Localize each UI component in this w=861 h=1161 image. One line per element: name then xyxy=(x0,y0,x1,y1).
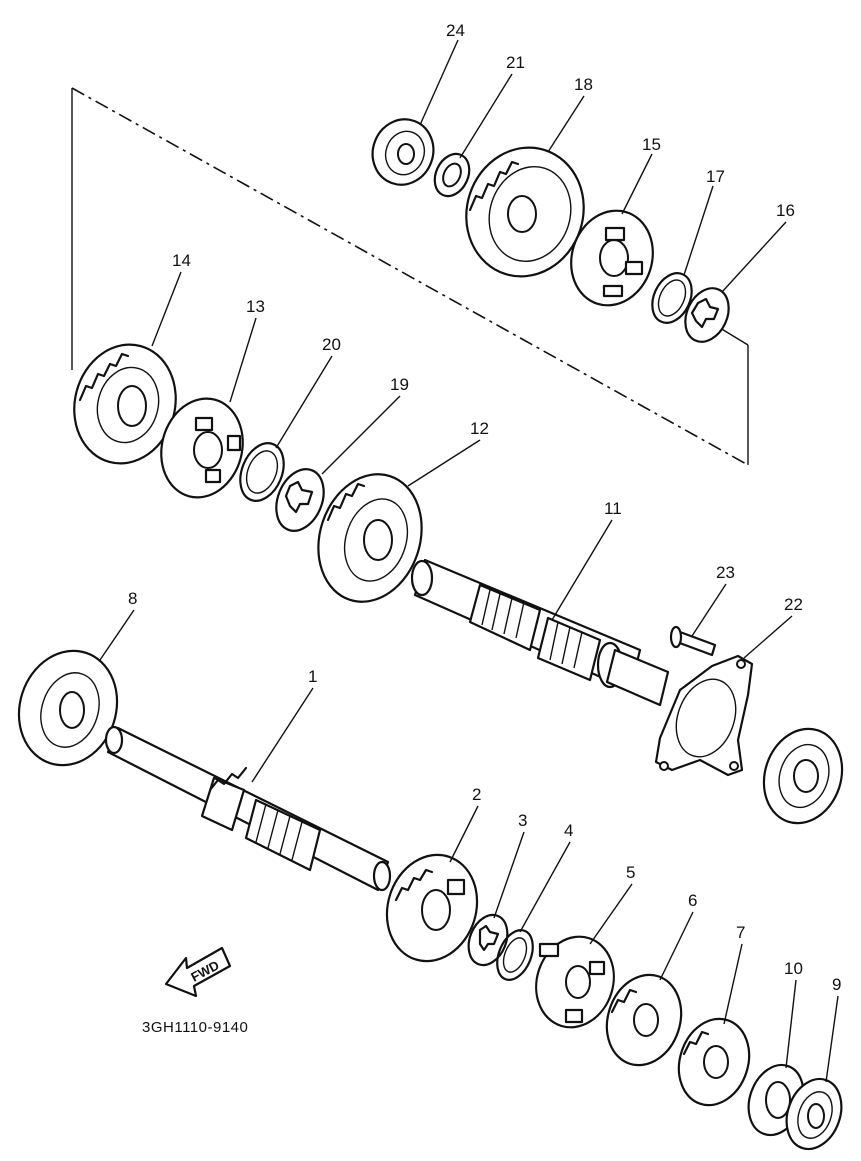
callout-5: 5 xyxy=(626,863,635,882)
callout-21: 21 xyxy=(506,53,525,72)
part-1-shaft xyxy=(104,725,392,892)
assembly-outline xyxy=(71,87,749,466)
callout-18: 18 xyxy=(574,75,593,94)
part-13-gear xyxy=(160,397,244,499)
callout-23: 23 xyxy=(716,563,735,582)
part-9-bearing xyxy=(785,1077,843,1151)
part-16-washer xyxy=(684,287,730,343)
callout-2: 2 xyxy=(472,785,481,804)
leader-lines xyxy=(99,39,839,1083)
callout-8: 8 xyxy=(128,589,137,608)
part-11-shaft xyxy=(410,558,670,707)
part-code: 3GH1110-9140 xyxy=(142,1019,248,1036)
part-4-circlip xyxy=(496,929,534,981)
callout-10: 10 xyxy=(784,959,803,978)
callout-1: 1 xyxy=(308,667,317,686)
part-21-washer xyxy=(433,152,471,198)
callout-20: 20 xyxy=(322,335,341,354)
part-2-gear xyxy=(385,853,479,963)
part-22-plate xyxy=(654,654,754,777)
callout-4: 4 xyxy=(564,821,573,840)
callout-11: 11 xyxy=(604,499,622,518)
part-6-gear xyxy=(605,973,683,1067)
callout-14: 14 xyxy=(172,251,191,270)
part-23-bolt xyxy=(669,625,717,657)
callout-labels: 24 21 18 15 17 16 14 13 20 19 12 11 23 2… xyxy=(128,21,841,994)
part-8-bearing xyxy=(17,649,119,767)
part-5-gear xyxy=(535,935,615,1029)
part-19-washer xyxy=(275,468,325,532)
part-18-gear xyxy=(465,146,585,278)
callout-6: 6 xyxy=(688,891,697,910)
callout-7: 7 xyxy=(736,923,745,942)
shaft-bearing-right xyxy=(762,727,844,825)
part-20-circlip xyxy=(239,442,285,502)
part-24-bearing xyxy=(371,118,435,186)
callout-22: 22 xyxy=(784,595,803,614)
callout-13: 13 xyxy=(246,297,265,316)
part-3-washer xyxy=(467,913,509,967)
fwd-arrow: FWD xyxy=(164,946,232,998)
callout-12: 12 xyxy=(470,419,489,438)
callout-3: 3 xyxy=(518,811,527,830)
callout-16: 16 xyxy=(776,201,795,220)
callout-24: 24 xyxy=(446,21,465,40)
part-12-gear xyxy=(317,473,423,603)
callout-19: 19 xyxy=(390,375,409,394)
callout-15: 15 xyxy=(642,135,661,154)
part-7-gear xyxy=(677,1017,751,1107)
callout-9: 9 xyxy=(832,975,841,994)
callout-17: 17 xyxy=(706,167,725,186)
part-15-gear xyxy=(570,209,654,307)
